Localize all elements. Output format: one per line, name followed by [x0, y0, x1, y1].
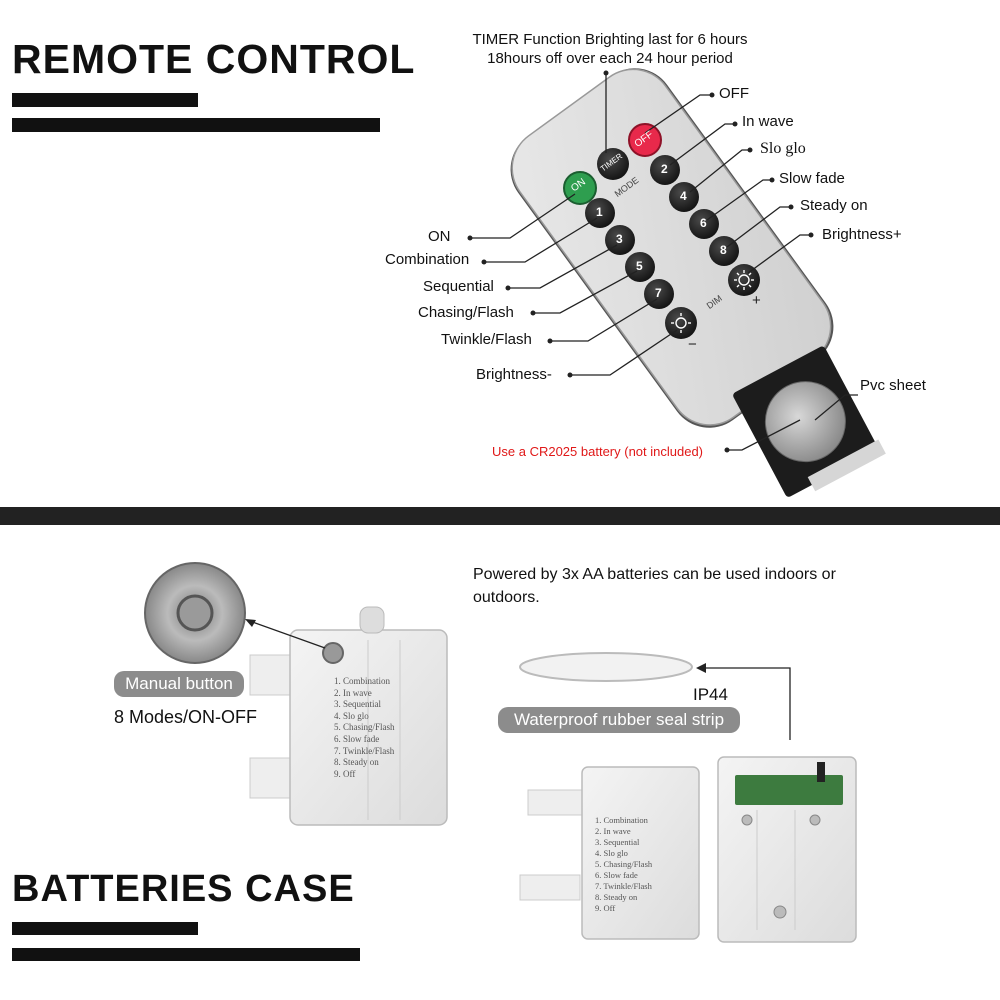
- label-on: ON: [428, 228, 451, 245]
- circuit-board: [735, 775, 843, 805]
- label-steady-on: Steady on: [800, 197, 868, 214]
- section-divider: [0, 507, 1000, 525]
- heading-underline-short: [12, 93, 198, 107]
- brightness-minus-button[interactable]: [665, 307, 697, 339]
- button-4[interactable]: [669, 182, 699, 212]
- button-2-label: 2: [661, 162, 668, 176]
- case-mode-item: 6. Slow fade: [334, 733, 380, 744]
- case-mode-item: 3. Sequential: [595, 837, 640, 847]
- case-mode-item: 5. Chasing/Flash: [595, 859, 653, 869]
- manual-button-pill: Manual button: [114, 671, 244, 697]
- closed-case-mode-list: 1. Combination 2. In wave 3. Sequential …: [334, 676, 395, 780]
- sun-icon: [734, 270, 754, 290]
- button-3-label: 3: [616, 232, 623, 246]
- case-heading-underline-short: [12, 922, 198, 935]
- timer-note-line1: TIMER Function Brighting last for 6 hour…: [472, 31, 748, 48]
- timer-note-line2: 18hours off over each 24 hour period: [487, 50, 733, 67]
- minus-sign: −: [688, 336, 697, 353]
- battery-note: Use a CR2025 battery (not included): [492, 444, 704, 459]
- case-heading-underline-long: [12, 948, 360, 961]
- button-5-label: 5: [636, 259, 643, 273]
- modes-label: 8 Modes/ON-OFF: [114, 707, 258, 727]
- case-mode-item: 6. Slow fade: [595, 870, 638, 880]
- open-case-mode-list: 1. Combination 2. In wave 3. Sequential …: [595, 815, 652, 914]
- case-mode-item: 7. Twinkle/Flash: [334, 745, 395, 756]
- button-5[interactable]: [625, 252, 655, 282]
- label-sequential: Sequential: [423, 278, 494, 295]
- battery-holder: [733, 346, 886, 497]
- heading-underline-long: [12, 118, 380, 132]
- button-8-label: 8: [720, 243, 727, 257]
- case-mode-item: 4. Slo glo: [595, 848, 628, 858]
- button-6-label: 6: [700, 216, 707, 230]
- label-in-wave: In wave: [742, 113, 794, 130]
- battery-case-closed: [249, 606, 448, 826]
- seal-strip: [519, 652, 693, 682]
- button-1-label: 1: [596, 205, 603, 219]
- label-slow-fade: Slow fade: [779, 170, 845, 187]
- label-slo-glo: Slo glo: [760, 140, 806, 157]
- coin-battery: [764, 381, 846, 463]
- pvc-sheet: [807, 439, 886, 492]
- plus-sign: +: [752, 292, 761, 309]
- case-mode-item: 2. In wave: [595, 826, 631, 836]
- label-pvc-sheet: Pvc sheet: [860, 377, 926, 394]
- powered-note: Powered by 3x AA batteries can be used i…: [473, 563, 836, 609]
- label-combination: Combination: [385, 251, 470, 268]
- label-chasing-flash: Chasing/Flash: [418, 304, 514, 321]
- case-mode-item: 9. Off: [595, 903, 616, 913]
- remote-control-heading: REMOTE CONTROL: [12, 36, 416, 82]
- button-4-label: 4: [680, 189, 687, 203]
- sun-dim-icon: [671, 313, 691, 333]
- case-mode-item: 8. Steady on: [595, 892, 638, 902]
- button-7-label: 7: [655, 286, 662, 300]
- case-mode-item: 3. Sequential: [334, 699, 381, 710]
- case-mode-item: 5. Chasing/Flash: [334, 722, 395, 733]
- battery-case-open: [519, 756, 857, 943]
- seal-strip-pill: Waterproof rubber seal strip: [498, 707, 740, 733]
- case-mode-item: 7. Twinkle/Flash: [595, 881, 652, 891]
- case-mode-item: 9. Off: [334, 768, 356, 779]
- brightness-plus-button[interactable]: [728, 264, 760, 296]
- ip-rating: IP44: [693, 685, 728, 704]
- powered-line1: Powered by 3x AA batteries can be used i…: [473, 566, 836, 583]
- label-twinkle-flash: Twinkle/Flash: [441, 331, 532, 348]
- label-off: OFF: [719, 85, 749, 102]
- timer-note: TIMER Function Brighting last for 6 hour…: [455, 30, 765, 68]
- case-mode-item: 8. Steady on: [334, 757, 379, 768]
- case-mode-item: 1. Combination: [334, 676, 390, 686]
- batteries-case-heading: BATTERIES CASE: [12, 868, 355, 910]
- case-mode-item: 1. Combination: [595, 815, 648, 825]
- button-7[interactable]: [644, 279, 674, 309]
- case-mode-item: 2. In wave: [334, 687, 372, 698]
- off-button[interactable]: [628, 123, 662, 157]
- powered-line2: outdoors.: [473, 589, 540, 606]
- timer-button[interactable]: [597, 148, 629, 180]
- label-brightness-minus: Brightness-: [476, 366, 552, 383]
- case-mode-item: 4. Slo glo: [334, 710, 369, 721]
- label-brightness-plus: Brightness+: [822, 226, 902, 243]
